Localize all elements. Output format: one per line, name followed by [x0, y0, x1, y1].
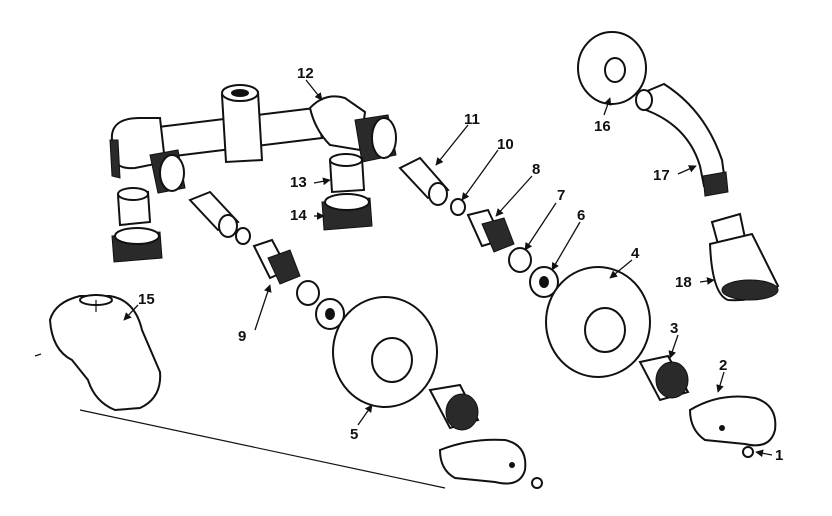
label-10: 10: [497, 136, 514, 153]
label-5: 5: [350, 426, 358, 443]
part-2-handle: [688, 395, 777, 447]
label-9: 9: [238, 328, 246, 345]
label-11: 11: [464, 111, 480, 128]
part-7-ring: [508, 247, 532, 273]
label-2: 2: [719, 357, 727, 374]
part-6-seat: [529, 266, 559, 298]
left-sleeve: [428, 383, 480, 431]
part-15-tub-spout: [34, 294, 446, 489]
part-3-sleeve: [638, 354, 690, 402]
label-16: 16: [594, 118, 611, 135]
part-labels: 1 2 3 4 5 6 7 8 9 10 11 12 13 14 15 16 1…: [138, 65, 783, 464]
valve-body-manifold: [109, 84, 397, 194]
part-14-nut: [321, 193, 373, 231]
label-6: 6: [577, 207, 585, 224]
label-3: 3: [670, 320, 678, 337]
part-1-screw: [742, 446, 754, 458]
label-1: 1: [775, 447, 783, 464]
left-washer-small: [235, 227, 251, 245]
left-handle: [438, 438, 543, 489]
label-14: 14: [290, 207, 307, 224]
part-11-tube: [398, 156, 450, 206]
part-5-escutcheon: [332, 296, 438, 408]
label-18: 18: [675, 274, 692, 291]
left-nut-stack: [111, 187, 163, 263]
label-8: 8: [532, 161, 540, 178]
label-13: 13: [290, 174, 307, 191]
part-13-adapter: [328, 153, 366, 194]
part-16-flange: [577, 31, 647, 105]
part-4-escutcheon: [545, 266, 651, 378]
leader-lines: [123, 79, 773, 458]
part-8-stem: [466, 208, 515, 253]
label-7: 7: [557, 187, 565, 204]
part-18-shower-head: [708, 212, 780, 302]
part-17-shower-arm: [635, 82, 729, 197]
left-seat-washer: [296, 280, 345, 330]
label-17: 17: [653, 167, 670, 184]
label-4: 4: [631, 245, 640, 262]
left-tube: [188, 190, 240, 238]
label-15: 15: [138, 291, 155, 308]
label-12: 12: [297, 65, 314, 82]
part-10-washer: [450, 198, 466, 216]
part-9-stem: [252, 238, 301, 285]
